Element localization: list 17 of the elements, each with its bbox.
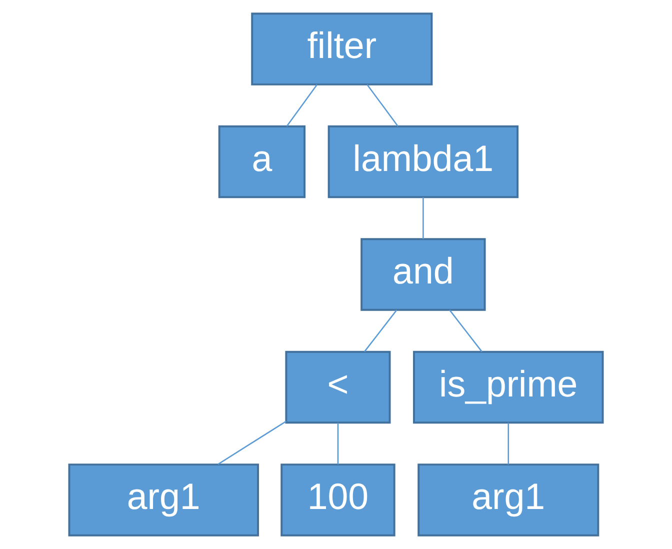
node-box: arg1: [418, 464, 600, 536]
node-box: 100: [280, 464, 396, 536]
node-box: is_prime: [413, 350, 604, 424]
node-box: and: [360, 238, 486, 311]
node-box: lambda1: [328, 125, 519, 198]
connector: [508, 422, 510, 464]
connector: [286, 84, 318, 127]
connector: [218, 420, 286, 465]
node-box: <: [285, 350, 391, 424]
connector: [422, 197, 424, 239]
node-box: a: [218, 125, 306, 198]
connector: [364, 310, 398, 352]
connector: [366, 84, 398, 127]
node-box: arg1: [68, 464, 259, 536]
connector: [337, 422, 339, 464]
connector: [449, 310, 482, 352]
node-box: filter: [251, 12, 433, 86]
